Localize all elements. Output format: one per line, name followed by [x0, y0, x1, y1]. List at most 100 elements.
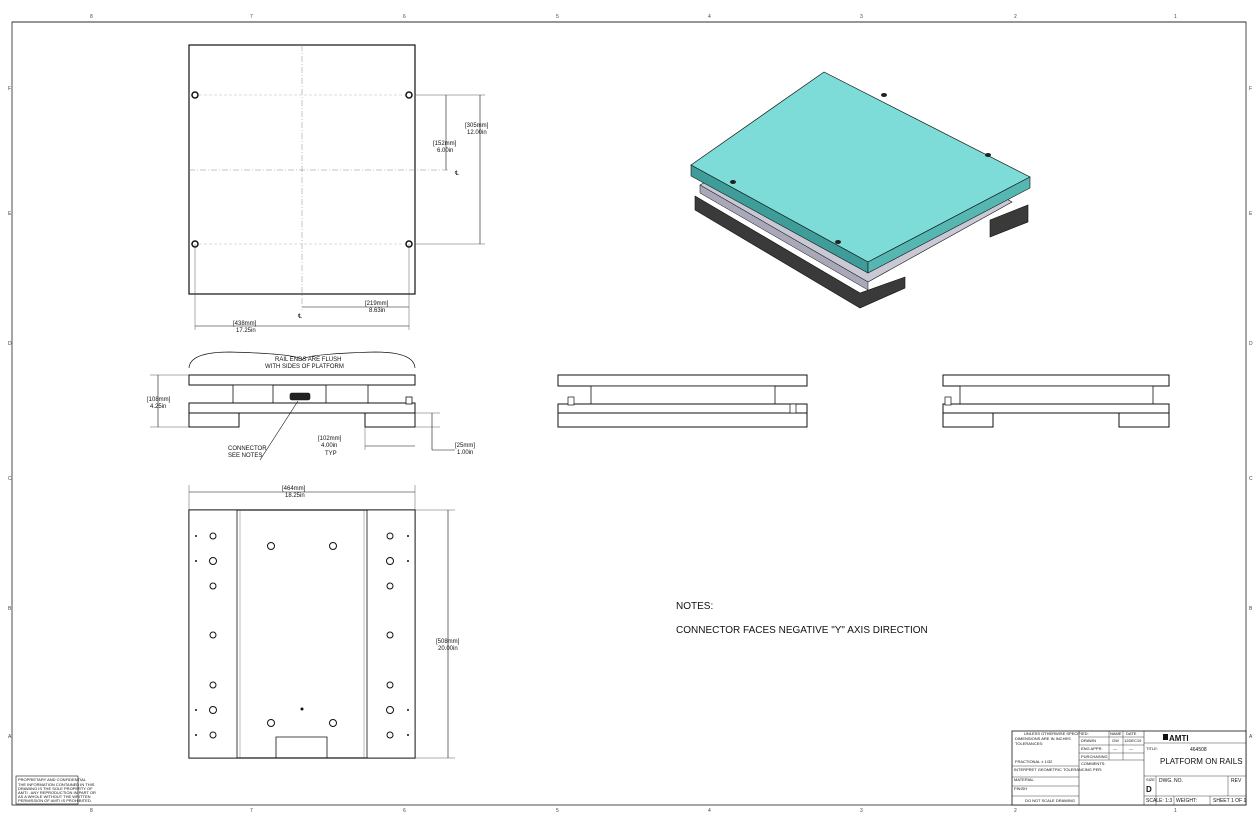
dim-hole-y-in: 6.00in	[437, 148, 453, 154]
side-load-cell-left	[232, 384, 274, 404]
rail-hole	[209, 631, 217, 639]
tb-fractional: FRACTIONAL ± 1/32	[1015, 759, 1053, 764]
iso-hole	[730, 180, 736, 184]
zone-row-c-right: C	[1249, 476, 1253, 482]
proprietary-line1: THE INFORMATION CONTAINED IN THIS	[18, 782, 95, 787]
dim-height-in: 4.25in	[150, 404, 166, 410]
zone-col-7: 7	[250, 14, 253, 20]
iso-hole	[881, 93, 887, 97]
connector-body	[289, 392, 311, 401]
front-view	[557, 374, 808, 428]
plate-hole	[329, 542, 337, 550]
dim-rail-mm: [102mm]	[318, 436, 342, 442]
rail-hole	[209, 731, 217, 739]
rail-hole	[386, 681, 394, 689]
edge-dot	[407, 734, 409, 736]
rail-hole	[386, 706, 394, 714]
rail-hole	[386, 731, 394, 739]
front-bolt	[789, 403, 797, 414]
rail-hole	[209, 582, 217, 590]
zone-row-b: B	[8, 606, 12, 612]
title-block-frame	[1011, 730, 1247, 806]
tb-finish: FINISH	[1014, 786, 1027, 791]
tb-eng-appr: ENG APPR.	[1081, 746, 1103, 751]
zone-row-c: C	[8, 476, 12, 482]
rail-hole	[386, 631, 394, 639]
rail-hole	[209, 706, 217, 714]
right-base-plate	[942, 403, 1170, 414]
tb-rev-label: REV	[1231, 778, 1242, 784]
zone-col-2-bottom: 2	[1014, 808, 1017, 814]
tb-weight: WEIGHT:	[1176, 798, 1197, 804]
tb-col-date: DATE	[1126, 731, 1137, 736]
front-base-plate	[557, 403, 808, 414]
right-top-plate	[942, 374, 1170, 387]
connector-leader	[259, 400, 299, 461]
zone-row-d: D	[8, 341, 12, 347]
zone-col-1: 1	[1174, 14, 1177, 20]
proprietary-heading: PROPRIETARY AND CONFIDENTIAL	[18, 777, 87, 782]
rail-hole	[386, 582, 394, 590]
dim-rail-in: 4.00in	[321, 443, 337, 449]
zone-row-d-right: D	[1249, 341, 1253, 347]
tb-size: D	[1146, 785, 1152, 794]
front-middle-plate	[590, 385, 776, 405]
tb-tolerances: TOLERANCES:	[1015, 741, 1043, 746]
tb-dwg-no-label: DWG. NO.	[1159, 778, 1183, 784]
edge-dot	[407, 709, 409, 711]
zone-row-e: E	[8, 211, 12, 217]
tb-size-label: SIZE	[1146, 777, 1155, 782]
proprietary-block: PROPRIETARY AND CONFIDENTIAL THE INFORMA…	[15, 775, 96, 805]
front-rail	[557, 412, 808, 428]
right-middle-plate	[959, 385, 1154, 405]
tb-unless-note: UNLESS OTHERWISE SPECIFIED:	[1024, 731, 1089, 736]
right-view	[942, 374, 1170, 428]
tb-interpret: INTERPRET GEOMETRIC TOLERANCING PER:	[1014, 767, 1102, 772]
right-bolt	[944, 396, 952, 406]
iso-hole	[835, 240, 841, 244]
zone-row-f: F	[8, 86, 11, 92]
rail-hole	[209, 557, 217, 565]
small-dots	[195, 535, 409, 736]
edge-dot	[195, 734, 197, 736]
proprietary-line3: AMTI . ANY REPRODUCTION IN PART OR	[18, 790, 96, 795]
tb-scale: SCALE: 1:3	[1146, 798, 1172, 804]
zone-row-f-right: F	[1249, 86, 1252, 92]
rail-flush-bracket	[188, 351, 416, 369]
iso-rail-back	[989, 204, 1029, 238]
connector-see-notes: SEE NOTES	[228, 453, 262, 459]
dim-bottom-width-mm: [464mm]	[282, 486, 306, 492]
edge-dot	[195, 709, 197, 711]
side-view: RAIL ENDS ARE FLUSH WITH SIDES OF PLATFO…	[147, 351, 475, 461]
front-bolt	[567, 396, 575, 406]
dim-hole-span-mm: [305mm]	[465, 123, 489, 129]
zone-col-6-bottom: 6	[403, 808, 406, 814]
tb-comments: COMMENTS:	[1081, 761, 1105, 766]
isometric-view	[690, 71, 1031, 309]
side-bolt	[405, 396, 413, 405]
center-dot	[300, 707, 304, 711]
rail-note-line1: RAIL ENDS ARE FLUSH	[275, 357, 341, 363]
amti-logo-mark	[1163, 734, 1168, 740]
tb-material: MATERIAL	[1014, 777, 1034, 782]
zone-col-4: 4	[708, 14, 711, 20]
front-top-plate	[557, 374, 808, 387]
side-load-cell-right	[325, 384, 369, 404]
iso-holes	[730, 93, 991, 244]
tb-title-label: TITLE:	[1146, 746, 1158, 751]
zone-col-8-bottom: 8	[90, 808, 93, 814]
zone-col-4-bottom: 4	[708, 808, 711, 814]
edge-dot	[195, 560, 197, 562]
iso-hole	[985, 153, 991, 157]
dim-rail-typ: TYP	[325, 451, 337, 457]
rail-hole	[386, 532, 394, 540]
zone-col-2: 2	[1014, 14, 1017, 20]
zone-col-7-bottom: 7	[250, 808, 253, 814]
centerline-mark-bottom: ℄	[297, 314, 302, 320]
connector-label: CONNECTOR	[228, 446, 267, 452]
bottom-holes	[209, 532, 394, 739]
side-rail-right	[364, 412, 416, 428]
bottom-cutout	[275, 736, 328, 758]
right-rail-right	[1118, 412, 1170, 428]
